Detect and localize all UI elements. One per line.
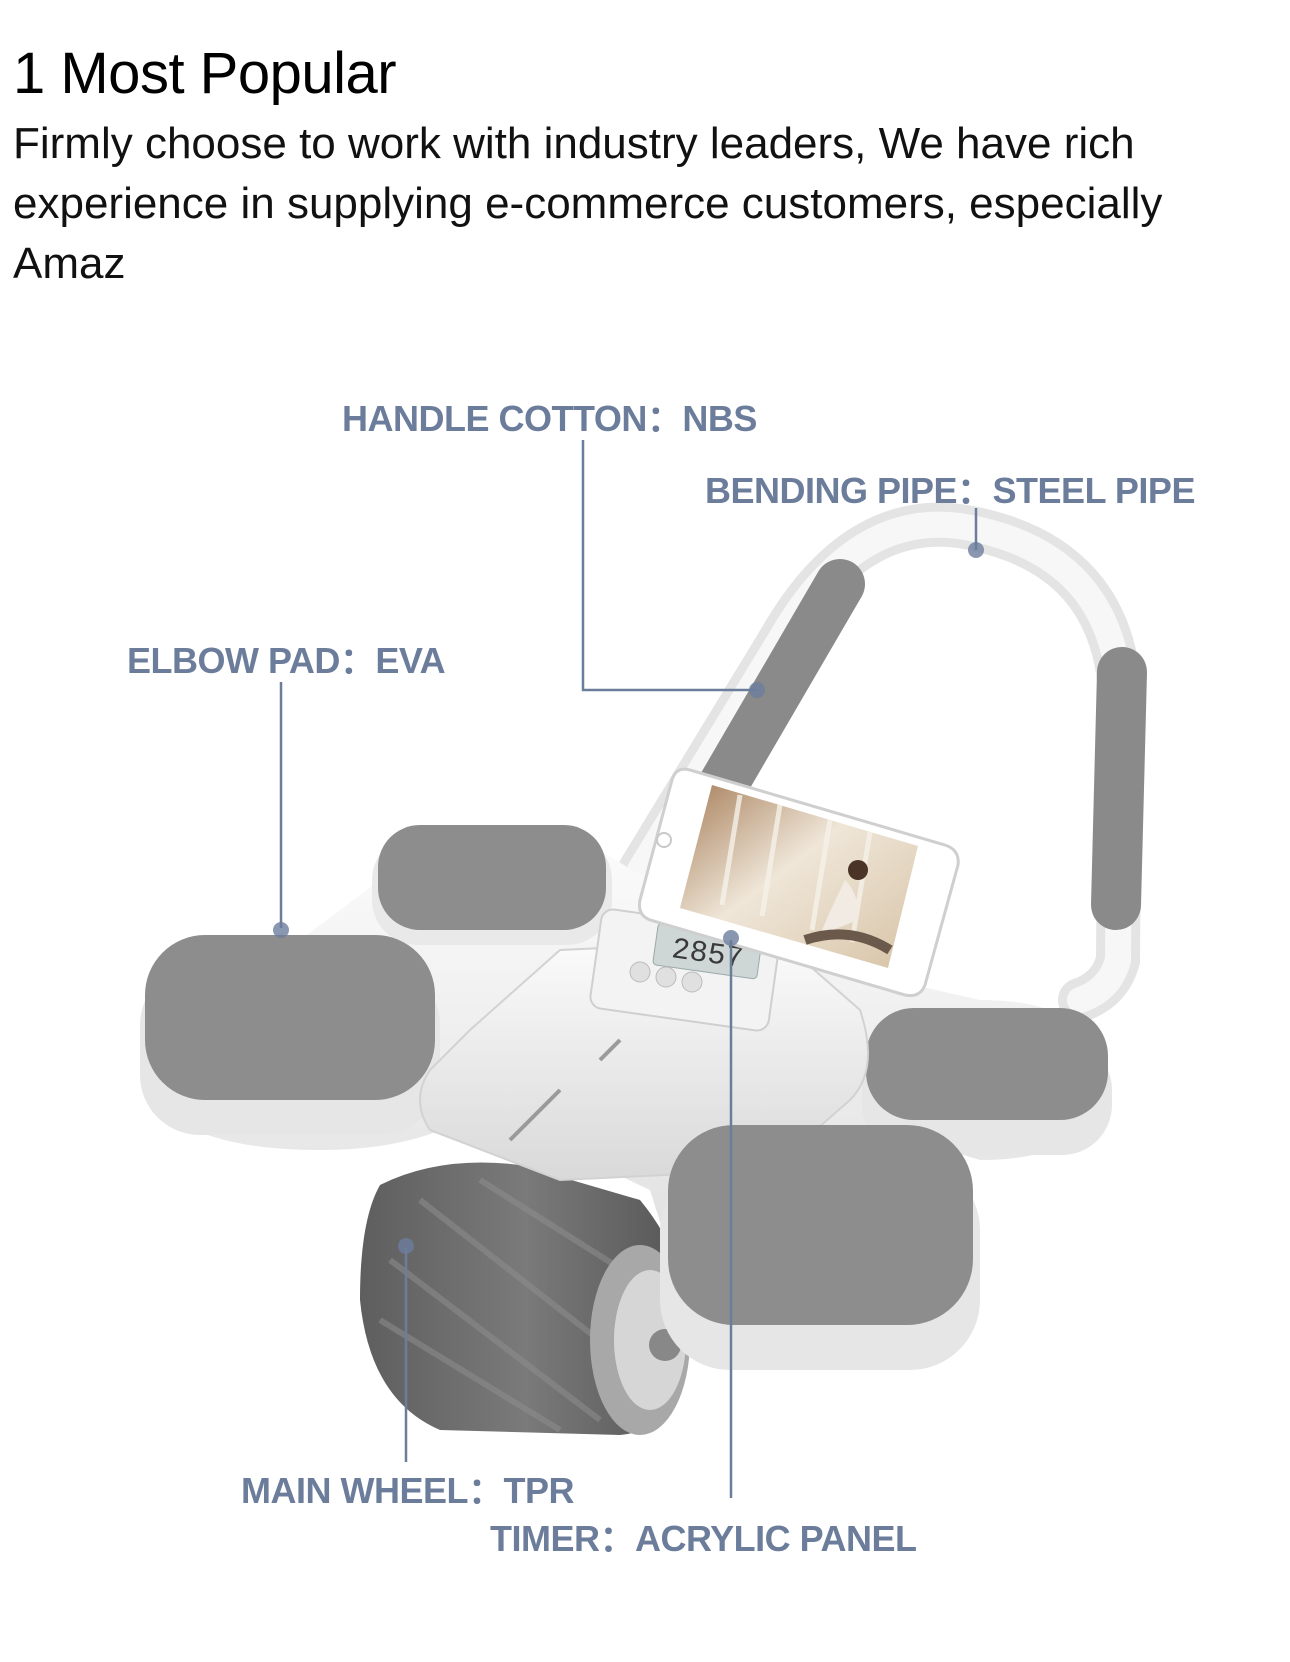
callout-handle-cotton: HANDLE COTTON：NBS xyxy=(342,398,757,439)
callout-elbow-pad: ELBOW PAD：EVA xyxy=(127,640,446,681)
bending-pipe-dot xyxy=(968,542,984,558)
main-wheel-dot xyxy=(398,1238,414,1254)
elbow-pad-front-left xyxy=(140,935,440,1135)
handle-cotton-leader xyxy=(581,440,757,692)
elbow-pad-back-right xyxy=(862,1008,1112,1155)
callout-bending-pipe: BENDING PIPE：STEEL PIPE xyxy=(705,470,1195,511)
timer-dot xyxy=(723,930,739,946)
main-wheel xyxy=(360,1162,690,1435)
handle-cotton-dot xyxy=(749,682,765,698)
phone-screen-photo xyxy=(680,785,918,968)
timer-panel: 2857 xyxy=(589,908,781,1032)
elbow-pad-dot xyxy=(273,922,289,938)
description-text: Firmly choose to work with industry lead… xyxy=(13,119,1163,288)
elbow-pad-back-left xyxy=(372,825,612,945)
page-title: 1 Most Popular xyxy=(13,41,397,106)
right-handle-grip xyxy=(1091,647,1147,930)
callout-main-wheel: MAIN WHEEL：TPR xyxy=(241,1470,574,1511)
phone-holder xyxy=(638,767,960,997)
left-handle-grip xyxy=(695,559,865,815)
elbow-pad-front-right xyxy=(660,1125,980,1370)
callout-timer: TIMER：ACRYLIC PANEL xyxy=(490,1518,917,1559)
